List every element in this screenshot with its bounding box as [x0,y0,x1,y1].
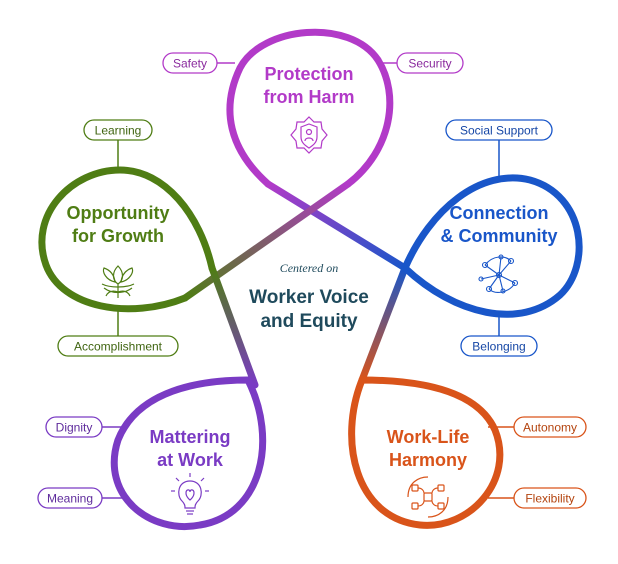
pill-safety-label: Safety [173,57,207,71]
growth-title-line1: Opportunity [67,203,170,223]
protection-title-line2: from Harm [263,87,354,107]
swirl-icon [407,476,449,518]
network-icon [478,254,519,294]
petal-growth [38,166,216,313]
connector-connection-worklife [358,264,409,384]
pill-meaning: Meaning [37,487,103,509]
pill-autonomy: Autonomy [513,416,587,438]
center-title-line1: Worker Voice [249,287,369,308]
connector-growth-mattering [208,264,259,389]
pill-learning: Learning [83,119,153,141]
growth-title-line2: for Growth [72,226,164,246]
worklife-title-line1: Work-Life [387,427,470,447]
pill-social-support-label: Social Support [460,124,539,138]
shield-person-icon [290,116,328,154]
pill-dignity-label: Dignity [56,421,93,435]
worklife-title-line2: Harmony [389,450,467,470]
pill-accomplishment-label: Accomplishment [74,340,163,354]
petal-mattering [110,376,267,530]
petal-connection [401,174,583,318]
pill-social-support: Social Support [445,119,553,141]
lotus-icon [101,265,135,298]
petal-protection [226,28,394,188]
pill-security-label: Security [408,57,451,71]
pill-security: Security [396,52,464,74]
petal-worklife [348,376,504,529]
pill-flexibility: Flexibility [513,487,587,509]
pill-flexibility-label: Flexibility [525,492,574,506]
pill-belonging: Belonging [460,335,538,357]
pill-autonomy-label: Autonomy [523,421,577,435]
pill-belonging-label: Belonging [472,340,525,354]
lightbulb-icon [171,473,209,515]
pill-learning-label: Learning [95,124,142,138]
pill-dignity: Dignity [45,416,103,438]
mattering-title-line2: at Work [157,450,224,470]
pill-meaning-label: Meaning [47,492,93,506]
connection-title-line1: Connection [450,203,549,223]
connector-protection-connection [264,180,409,272]
star-connectors [181,180,409,389]
mattering-title-line1: Mattering [150,427,231,447]
pill-accomplishment: Accomplishment [57,335,179,357]
pill-safety: Safety [162,52,218,74]
connection-title-line2: & Community [441,226,558,246]
connector-protection-growth [181,180,352,302]
protection-title-line1: Protection [264,64,353,84]
center-subtitle: Centered on [280,261,339,275]
center-title-line2: and Equity [260,311,358,332]
